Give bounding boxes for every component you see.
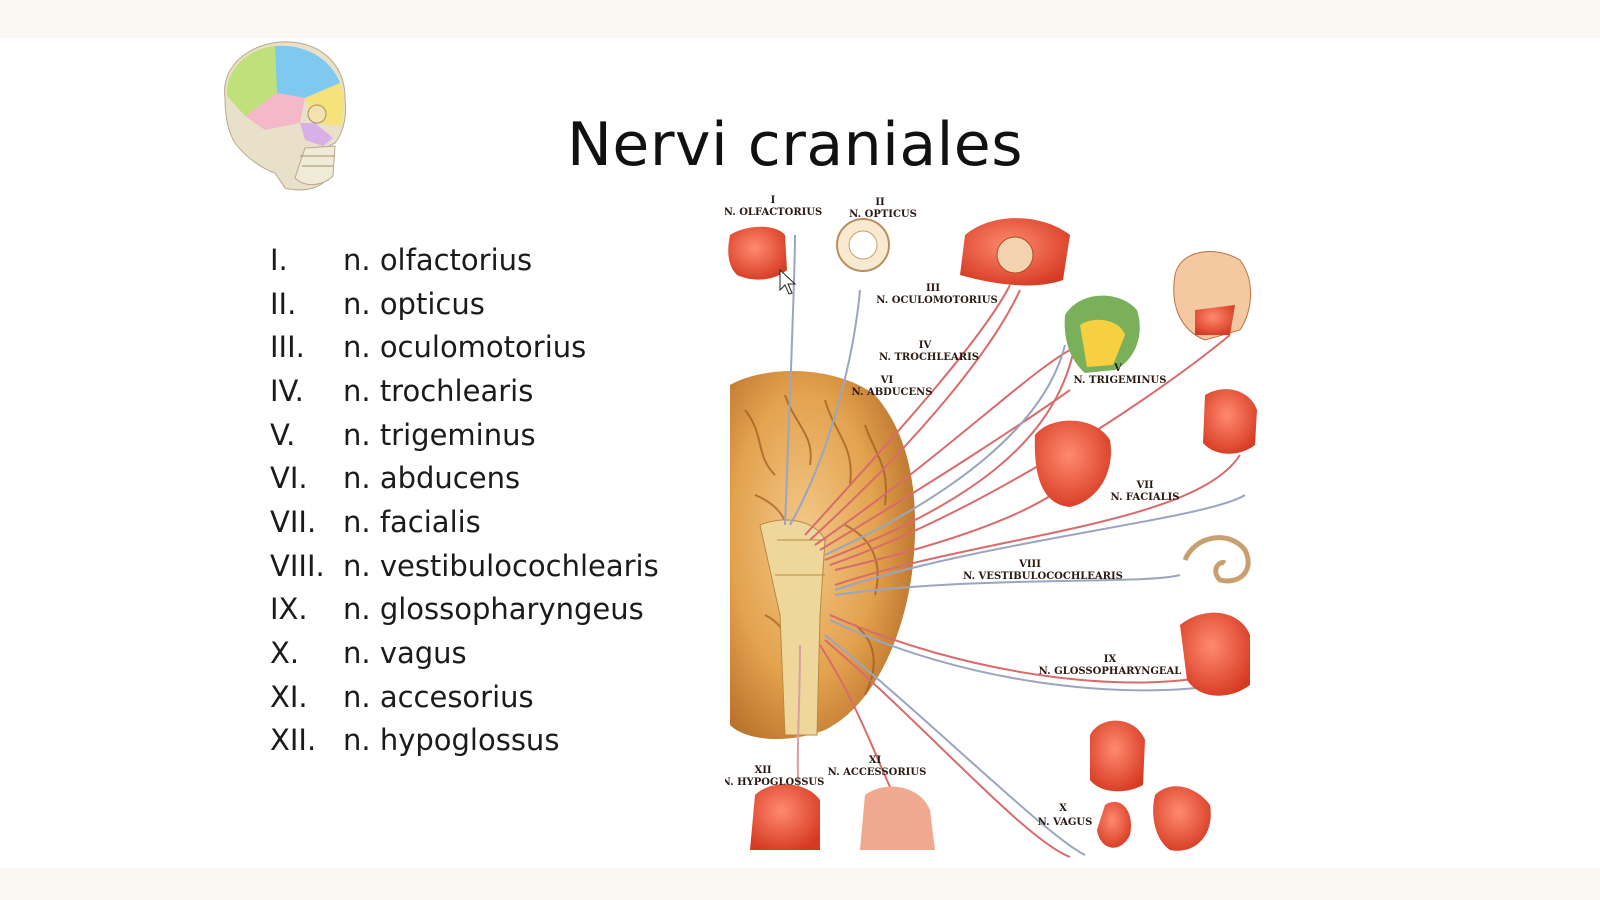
list-item-name: n. oculomotorius	[343, 330, 587, 365]
list-item: XII. n. hypoglossus	[270, 719, 659, 763]
diagram-label-name: N. GLOSSOPHARYNGEAL	[1039, 666, 1182, 677]
list-item-number: XI.	[270, 679, 308, 714]
list-item-number: XII.	[270, 723, 317, 758]
diagram-label-number: XII	[754, 765, 771, 776]
diagram-label-name: N. VESTIBULOCOCHLEARIS	[963, 571, 1123, 582]
list-item-number: VII.	[270, 504, 317, 539]
list-item-name: n. vagus	[343, 636, 467, 671]
list-item-number: VIII.	[270, 548, 325, 583]
list-item: IV. n. trochlearis	[270, 369, 659, 413]
list-item: X. n. vagus	[270, 631, 659, 675]
diagram-label-number: X	[1059, 803, 1067, 814]
list-item: III. n. oculomotorius	[270, 325, 659, 369]
diagram-label-name: N. OCULOMOTORIUS	[876, 295, 997, 306]
diagram-label-name: N. TRIGEMINUS	[1074, 375, 1167, 386]
diagram-label-number: VI	[880, 375, 894, 386]
diagram-label-number: III	[926, 283, 940, 294]
list-item-number: IV.	[270, 373, 304, 408]
list-item-name: n. accesorius	[343, 679, 534, 714]
mouse-cursor-icon	[779, 268, 797, 295]
diagram-label-number: VII	[1135, 480, 1153, 491]
diagram-label-number: IX	[1104, 654, 1117, 665]
list-item: II. n. opticus	[270, 282, 659, 326]
diagram-label-name: N. VAGUS	[1038, 817, 1093, 828]
skull-illustration	[224, 41, 346, 191]
diagram-label-name: N. ABDUCENS	[851, 387, 932, 398]
list-item: VII. n. facialis	[270, 500, 659, 544]
diagram-label-number: VIII	[1018, 559, 1041, 570]
diagram-label-number: V	[1113, 363, 1122, 374]
list-item-name: n. hypoglossus	[343, 723, 560, 758]
diagram-label-number: IV	[919, 340, 932, 351]
diagram-label-number: II	[875, 197, 885, 208]
list-item: I. n. olfactorius	[270, 238, 659, 282]
diagram-label-name: N. OLFACTORIUS	[725, 207, 822, 218]
diagram-label-name: N. OPTICUS	[849, 209, 917, 220]
list-item: VI. n. abducens	[270, 456, 659, 500]
list-item-number: V.	[270, 417, 296, 452]
list-item-number: I.	[270, 242, 288, 277]
list-item-name: n. olfactorius	[343, 242, 533, 277]
list-item-number: IX.	[270, 592, 308, 627]
list-item-number: VI.	[270, 461, 308, 496]
list-item-name: n. facialis	[343, 504, 481, 539]
slide-title: Nervi craniales	[567, 110, 1023, 180]
list-item: IX. n. glossopharyngeus	[270, 588, 659, 632]
diagram-label-name: N. TROCHLEARIS	[879, 352, 979, 363]
list-item-name: n. vestibulocochlearis	[343, 548, 659, 583]
list-item-name: n. opticus	[343, 286, 485, 321]
diagram-label-name: N. ACCESSORIUS	[828, 767, 927, 778]
list-item-number: II.	[270, 286, 297, 321]
diagram-label-number: I	[771, 195, 776, 206]
list-item-name: n. abducens	[343, 461, 521, 496]
list-item-number: III.	[270, 330, 305, 365]
list-item: XI. n. accesorius	[270, 675, 659, 719]
diagram-label-number: XI	[869, 755, 882, 766]
diagram-label-name: N. FACIALIS	[1110, 492, 1179, 503]
list-item-name: n. trigeminus	[343, 417, 536, 452]
nerve-list: I. n. olfactorius II. n. opticus III. n. oc…	[270, 238, 659, 762]
list-item: V. n. trigeminus	[270, 413, 659, 457]
list-item-name: n. trochlearis	[343, 373, 534, 408]
list-item-name: n. glossopharyngeus	[343, 592, 644, 627]
cranial-nerves-diagram: I N. OLFACTORIUS II N. OPTICUS III N. OC…	[725, 195, 1257, 858]
diagram-label-name: N. HYPOGLOSSUS	[725, 777, 824, 788]
list-item: VIII. n. vestibulocochlearis	[270, 544, 659, 588]
list-item-number: X.	[270, 636, 300, 671]
